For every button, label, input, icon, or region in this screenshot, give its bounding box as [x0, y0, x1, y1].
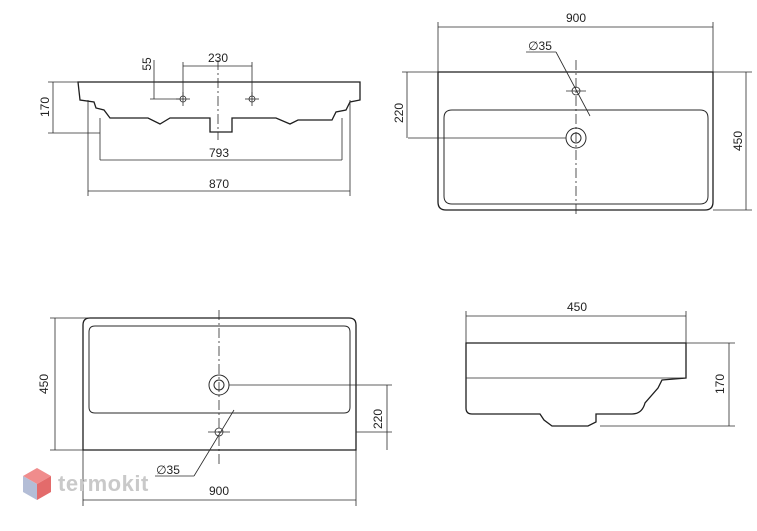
top-hole-offset-label: 220	[392, 103, 406, 123]
front-height-label: 170	[38, 97, 52, 117]
top-hole-diameter-label: ∅35	[528, 39, 552, 53]
bottom-width-label: 900	[209, 484, 229, 498]
bottom-depth-label: 450	[37, 374, 51, 394]
bottom-hole-diameter-label: ∅35	[156, 463, 180, 477]
top-depth-label: 450	[731, 131, 745, 151]
side-depth-label: 450	[567, 300, 587, 314]
side-height-label: 170	[713, 374, 727, 394]
front-view: 230 55 170 793 870	[38, 51, 361, 196]
front-hole-height-label: 55	[140, 57, 154, 71]
front-hole-spacing-label: 230	[208, 51, 228, 65]
brand-hex-icon	[23, 468, 51, 500]
bottom-hole-offset-label: 220	[371, 409, 385, 429]
brand-name: termokit	[58, 471, 149, 496]
top-width-label: 900	[566, 11, 586, 25]
front-inner-width-label: 793	[209, 146, 229, 160]
front-overall-width-label: 870	[209, 177, 229, 191]
top-view: 900 ∅35 220 450	[392, 11, 752, 216]
brand-logo: termokit	[22, 467, 149, 501]
bottom-view: 450 220 ∅35 900	[37, 310, 392, 506]
side-view: 450 170	[465, 300, 735, 427]
